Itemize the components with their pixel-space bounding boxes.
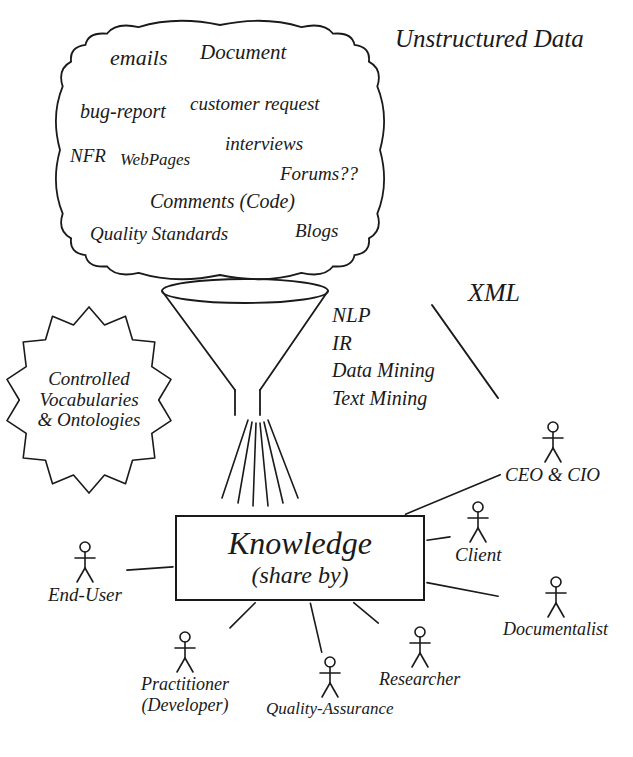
stick-figure [543,575,569,619]
connector-line [427,583,498,597]
data-source-label: Document [200,40,286,64]
actor-label: Documentalist [503,619,608,640]
data-source-label: customer request [190,93,320,115]
actor: Documentalist [501,575,610,640]
format-label: XML [468,278,520,308]
stick-figure [540,420,566,464]
connector-line [427,537,450,540]
stick-figure [407,625,433,669]
funnel-shape: NLP IR Data MiningText Mining [160,275,450,435]
actor: Client [453,500,503,566]
cloud-shape: Unstructured DataemailsDocumentbug-repor… [50,15,390,285]
actor-label: Quality-Assurance [266,699,393,719]
actor-label: Practitioner (Developer) [125,674,245,715]
data-source-label: Forums?? [280,163,358,185]
xml-slash-line [432,305,498,398]
data-source-label: WebPages [120,150,190,170]
actor: Researcher [377,625,462,690]
starburst-label: Controlled Vocabularies & Ontologies [33,369,145,432]
connector-line [354,603,379,623]
starburst-shape: Controlled Vocabularies & Ontologies [3,305,175,495]
data-source-label: NFR [70,145,106,167]
data-source-label: Blogs [295,220,338,242]
data-source-label: bug-report [80,100,166,123]
actor-label: Researcher [379,669,460,690]
connector-line [127,567,173,570]
actor-label: End-User [48,584,122,606]
connector-line [406,475,501,515]
connector-line [310,603,321,652]
actor-label: Client [455,544,501,566]
region-title: Unstructured Data [395,25,584,54]
actor: Quality-Assurance [264,655,395,719]
stick-figure [172,630,198,674]
funnel-rays [222,420,298,506]
actor: Practitioner (Developer) [123,630,247,715]
funnel-outline [160,275,450,435]
data-source-label: Comments (Code) [150,190,295,213]
technique-label: IR [332,331,352,355]
data-source-label: interviews [225,133,303,155]
data-source-label: emails [110,45,167,70]
stick-figure [465,500,491,544]
box-title: Knowledge [201,525,399,562]
box-subtitle: (share by) [201,562,399,590]
technique-label: NLP [332,303,371,327]
data-source-label: Quality Standards [90,223,228,245]
actor: End-User [46,540,124,606]
actor-label: CEO & CIO [505,464,600,486]
actor: CEO & CIO [503,420,602,486]
stick-figure [72,540,98,584]
technique-label: Text Mining [332,387,427,410]
connector-line [230,603,255,628]
technique-label: Data Mining [332,359,435,382]
knowledge-box: Knowledge(share by) [175,515,425,601]
stick-figure [317,655,343,699]
